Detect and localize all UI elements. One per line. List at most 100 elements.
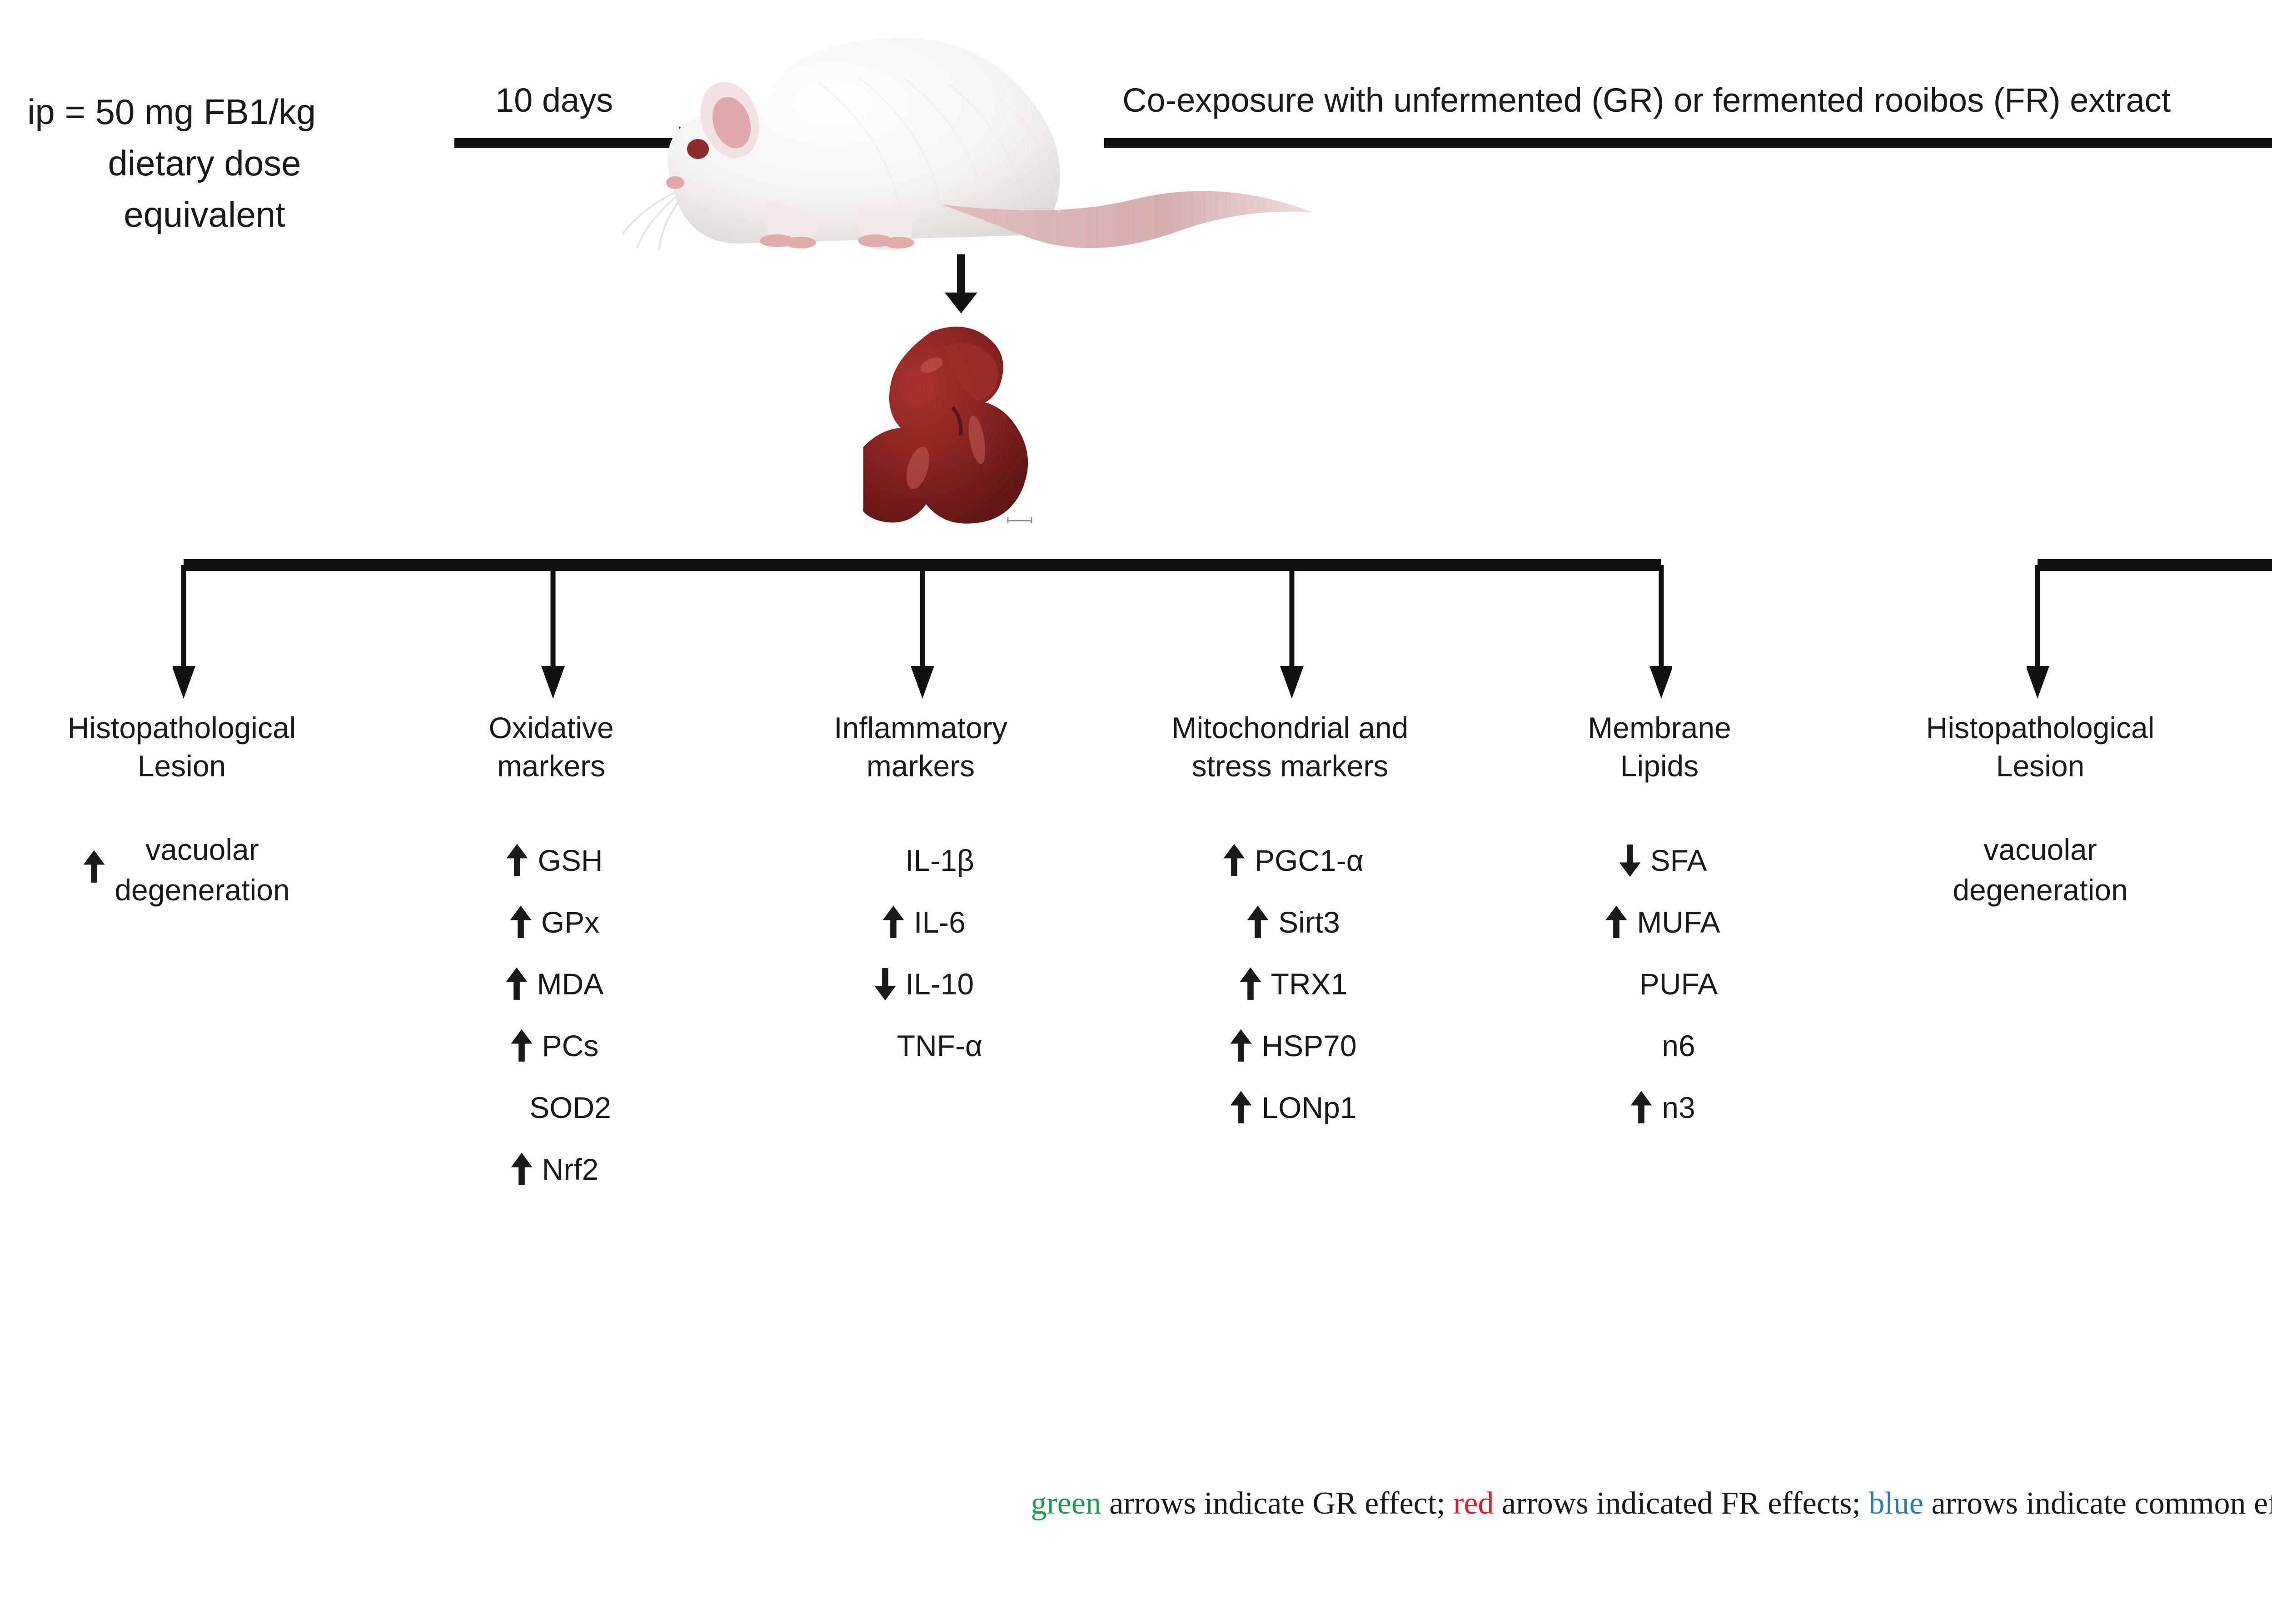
marker-label: GPx [541,905,600,939]
rat-illustration-control [623,38,1313,250]
marker-row: GPx [2214,891,2272,953]
marker-label: MUFA [1637,905,1720,939]
arrow-up-icon [74,849,115,891]
legend-text-2: arrows indicated FR effects; [1494,1486,1869,1521]
arrow-down-icon [1612,843,1648,878]
marker-label: Sirt3 [1278,905,1340,939]
arrow-up-icon [1216,843,1252,878]
arrow-up-icon [1233,967,1268,1001]
arrow-up-icon [504,1152,539,1187]
marker-row: SOD2 [356,1077,747,1138]
marker-label: Nrf2 [542,1152,599,1186]
marker-row: PGC1-α [1095,829,1485,891]
marker-row: SFA [1464,829,1855,891]
marker-row: n6 [1464,1015,1855,1077]
marker-row: TNF-α [725,1015,1116,1077]
marker-row: IL-1β [725,829,1116,891]
legend-arrow-colors: green arrows indicate GR effect; red arr… [0,1485,2272,1522]
marker-row: GPx [356,891,747,953]
arrow-up-icon [503,905,538,939]
dose-line-2: dietary dose [108,143,301,184]
arrow-up-icon [1599,905,1634,939]
marker-label: GSH [538,844,603,877]
legend-text-3: arrows indicate common effects in both G… [1931,1486,2272,1521]
arrow-up-icon [499,843,535,878]
marker-label: IL-10 [905,967,974,1001]
liver-photo-control [863,327,1032,524]
marker-label: SOD2 [529,1091,611,1124]
marker-label: PGC1-α [1255,844,1364,877]
marker-row: SOD2 [2214,1077,2272,1138]
marker-row: LONp1 [1095,1077,1485,1138]
arrow-coexposure-label: Co-exposure with unfermented (GR) or fer… [1122,81,2171,119]
legend-green-word: green [1031,1486,1101,1521]
timeline-arrow-coexposure [1104,138,2272,148]
marker-row: Nrf2 [2214,1138,2272,1200]
marker-label: SFA [1650,844,1707,877]
marker-row: HSP70 [1095,1015,1485,1077]
arrow-up-icon [1624,1090,1659,1125]
marker-list: SFA MUFA PUFA n6 n3 [1464,829,1855,1138]
marker-row: MDA [356,953,747,1015]
marker-row: n3 [1464,1077,1855,1138]
arrow-up-icon [876,905,911,939]
arrow-up-icon [1223,1090,1259,1125]
marker-label: TRX1 [1271,967,1348,1001]
dose-line-1: ip = 50 mg FB1/kg [27,92,316,132]
marker-label: HSP70 [1261,1029,1357,1063]
marker-label: TNF-α [897,1029,983,1063]
arrow-up-icon [504,1028,539,1063]
marker-row: IL-10 [725,953,1116,1015]
marker-label: PCs [542,1029,599,1063]
marker-label: PUFA [1639,967,1718,1001]
marker-row: Nrf2 [356,1138,747,1200]
arrow-up-icon [1223,1028,1259,1063]
marker-row: MDA [2214,953,2272,1015]
marker-row: PCs [2214,1015,2272,1077]
marker-label: MDA [537,967,604,1001]
arrow-down-icon [867,967,903,1001]
marker-label: IL-1β [905,844,974,877]
marker-label: LONp1 [1261,1091,1357,1124]
marker-row: MUFA [1464,891,1855,953]
marker-label: n3 [1662,1091,1695,1124]
distribution-bracket-right [2027,559,2272,699]
arrow-up-icon [499,967,534,1001]
marker-row: GSH [356,829,747,891]
marker-row: Sirt3 [1095,891,1485,953]
marker-row: TRX1 [1095,953,1485,1015]
legend-blue-word: blue [1868,1486,1923,1521]
rat-to-liver-arrow-left [945,254,977,313]
marker-row: PUFA [1464,953,1855,1015]
arrow-up-icon [1240,905,1276,939]
marker-row: GSH [2214,829,2272,891]
arrow-10-days-label: 10 days [495,81,613,119]
legend-text-1: arrows indicate GR effect; [1101,1486,1454,1521]
legend-red-word: red [1453,1486,1494,1521]
marker-label: IL-6 [914,905,966,939]
distribution-bracket-left [173,559,1672,699]
marker-row: PCs [356,1015,747,1077]
